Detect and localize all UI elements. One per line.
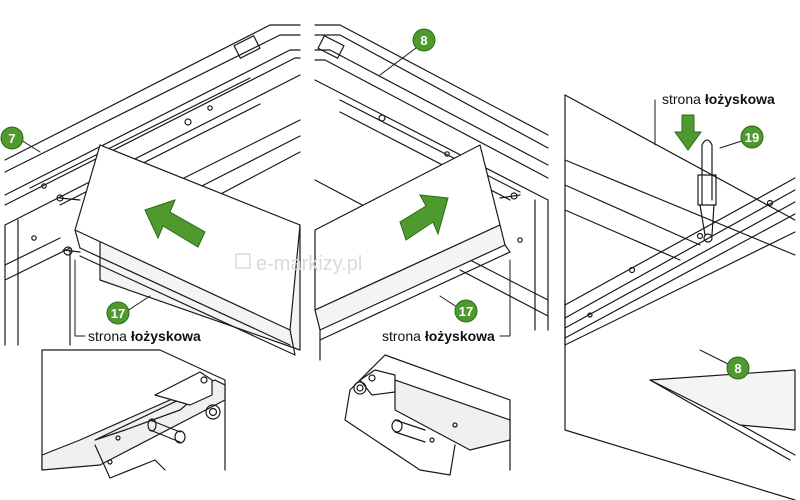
callout-17-right: 17 [454, 299, 478, 323]
label-right-normal: strona [662, 91, 705, 107]
callout-8-top-label: 8 [420, 33, 427, 48]
left-detail-inset [41, 349, 226, 479]
callout-8-bottom: 8 [726, 356, 750, 380]
callout-19-label: 19 [745, 130, 759, 145]
watermark-logo: e-markizy.pl [235, 253, 362, 275]
middle-frame-corner [314, 24, 549, 331]
callout-7-label: 7 [8, 131, 15, 146]
label-middle-bearing-side: strona łożyskowa [382, 328, 495, 344]
callout-17-right-label: 17 [459, 304, 473, 319]
callout-17-left-label: 17 [111, 306, 125, 321]
label-left-bold: łożyskowa [131, 328, 201, 344]
callout-8-bottom-label: 8 [734, 361, 741, 376]
callout-17-left: 17 [106, 301, 130, 325]
label-right-bearing-side: strona łożyskowa [662, 91, 775, 107]
left-cover-panel [56, 144, 301, 356]
arrow-up-right-icon [399, 194, 449, 241]
label-middle-normal: strona [382, 328, 425, 344]
label-right-bold: łożyskowa [705, 91, 775, 107]
label-middle-bold: łożyskowa [425, 328, 495, 344]
middle-detail-inset [344, 354, 511, 476]
right-frame [564, 94, 796, 500]
callout-19: 19 [740, 125, 764, 149]
label-left-normal: strona [88, 328, 131, 344]
callout-8-top: 8 [412, 28, 436, 52]
watermark-text: e-markizy.pl [256, 253, 362, 275]
label-left-bearing-side: strona łożyskowa [88, 328, 201, 344]
callout-7: 7 [0, 126, 24, 150]
arrow-up-left-icon [144, 199, 206, 248]
arrow-down-icon [674, 114, 702, 151]
